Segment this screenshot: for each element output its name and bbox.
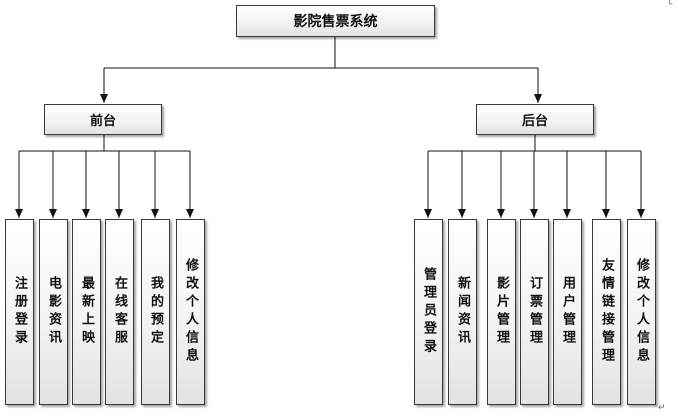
backend-module-box: 管理员登录 — [414, 219, 443, 405]
paragraph-mark: ↵ — [658, 403, 666, 413]
backend-module-label: 友情链接管理 — [599, 258, 614, 366]
backend-module-label: 订票管理 — [527, 276, 542, 348]
frontend-module-label: 我的预定 — [148, 276, 163, 348]
backend-module-box: 用户管理 — [553, 219, 582, 405]
backend-module-box: 修改个人信息 — [627, 219, 656, 405]
backend-module-box: 影片管理 — [487, 219, 516, 405]
backend-module-box: 订票管理 — [520, 219, 549, 405]
frontend-group-box: 前台 — [44, 104, 162, 135]
frontend-group-label: 前台 — [89, 114, 116, 129]
backend-module-label: 新闻资讯 — [455, 276, 470, 348]
system-title: 影院售票系统 — [293, 14, 378, 30]
frontend-module-box: 我的预定 — [141, 219, 170, 405]
frontend-module-box: 电影资讯 — [39, 219, 68, 405]
backend-group-label: 后台 — [521, 114, 548, 129]
backend-module-label: 修改个人信息 — [634, 258, 649, 366]
frontend-module-box: 修改个人信息 — [176, 219, 205, 405]
backend-module-label: 影片管理 — [494, 276, 509, 348]
frontend-module-box: 在线客服 — [105, 219, 134, 405]
frontend-module-box: 注册登录 — [5, 219, 34, 405]
frontend-module-box: 最新上映 — [72, 219, 101, 405]
frontend-module-label: 修改个人信息 — [183, 258, 198, 366]
frontend-module-label: 注册登录 — [12, 276, 27, 348]
backend-module-box: 友情链接管理 — [592, 219, 621, 405]
backend-group-box: 后台 — [476, 104, 594, 135]
system-title-box: 影院售票系统 — [236, 5, 435, 37]
backend-module-label: 用户管理 — [560, 276, 575, 348]
corner-mark-top: └ — [667, 0, 673, 10]
backend-module-label: 管理员登录 — [421, 267, 436, 357]
backend-module-box: 新闻资讯 — [448, 219, 477, 405]
frontend-module-label: 最新上映 — [79, 276, 94, 348]
frontend-module-label: 电影资讯 — [46, 276, 61, 348]
frontend-module-label: 在线客服 — [112, 276, 127, 348]
